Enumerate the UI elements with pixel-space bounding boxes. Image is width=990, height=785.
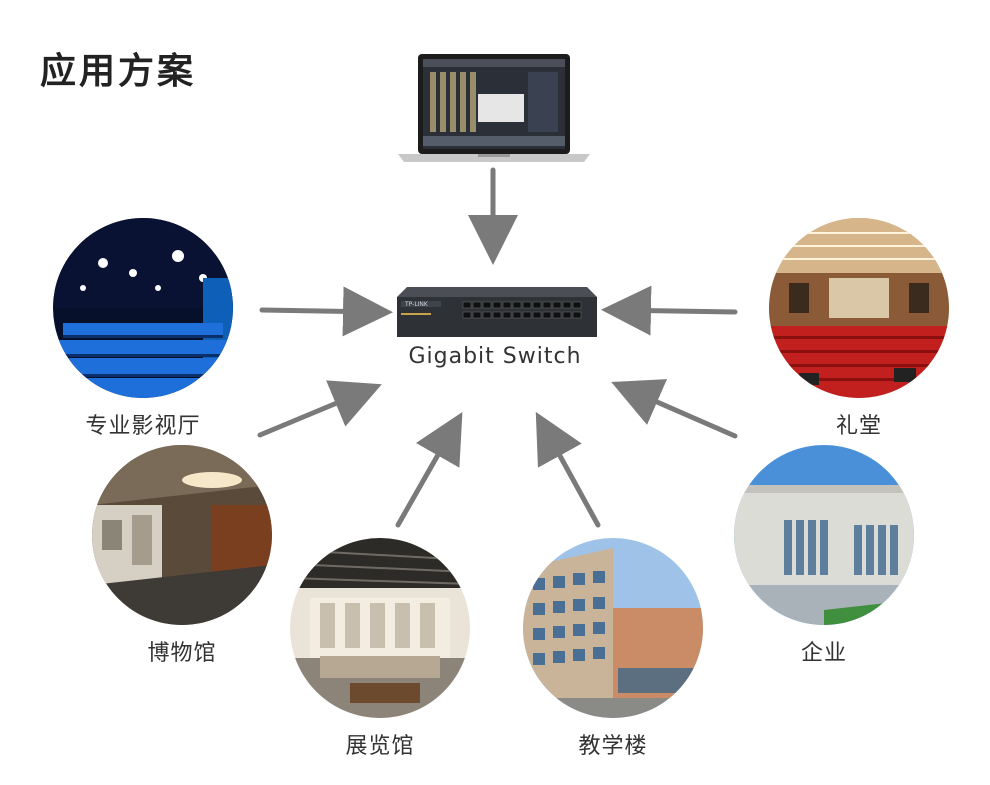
teaching-label: 教学楼 — [523, 728, 703, 760]
cinema-image — [53, 218, 233, 398]
teaching-image — [523, 538, 703, 718]
arrow-enterprise — [625, 388, 735, 436]
exhibition-image — [290, 538, 470, 718]
node-enterprise: 企业 — [734, 445, 914, 667]
network-switch-icon: TP-LINK — [397, 287, 597, 339]
auditorium-label: 礼堂 — [769, 408, 949, 440]
arrow-cinema — [262, 310, 378, 312]
enterprise-image — [734, 445, 914, 625]
arrow-auditorium — [616, 310, 735, 312]
arrow-teaching — [543, 425, 598, 525]
exhibition-label: 展览馆 — [290, 728, 470, 760]
laptop-icon — [398, 54, 590, 166]
enterprise-label: 企业 — [734, 635, 914, 667]
switch-brand-text: TP-LINK — [404, 301, 429, 308]
auditorium-image — [769, 218, 949, 398]
arrow-exhibition — [398, 425, 455, 525]
museum-image — [92, 445, 272, 625]
arrow-museum — [260, 390, 368, 435]
node-exhibition: 展览馆 — [290, 538, 470, 760]
node-museum: 博物馆 — [92, 445, 272, 667]
node-teaching: 教学楼 — [523, 538, 703, 760]
node-auditorium: 礼堂 — [769, 218, 949, 440]
cinema-label: 专业影视厅 — [53, 408, 233, 440]
switch-label: Gigabit Switch — [405, 344, 585, 369]
museum-label: 博物馆 — [92, 635, 272, 667]
node-cinema: 专业影视厅 — [53, 218, 233, 440]
